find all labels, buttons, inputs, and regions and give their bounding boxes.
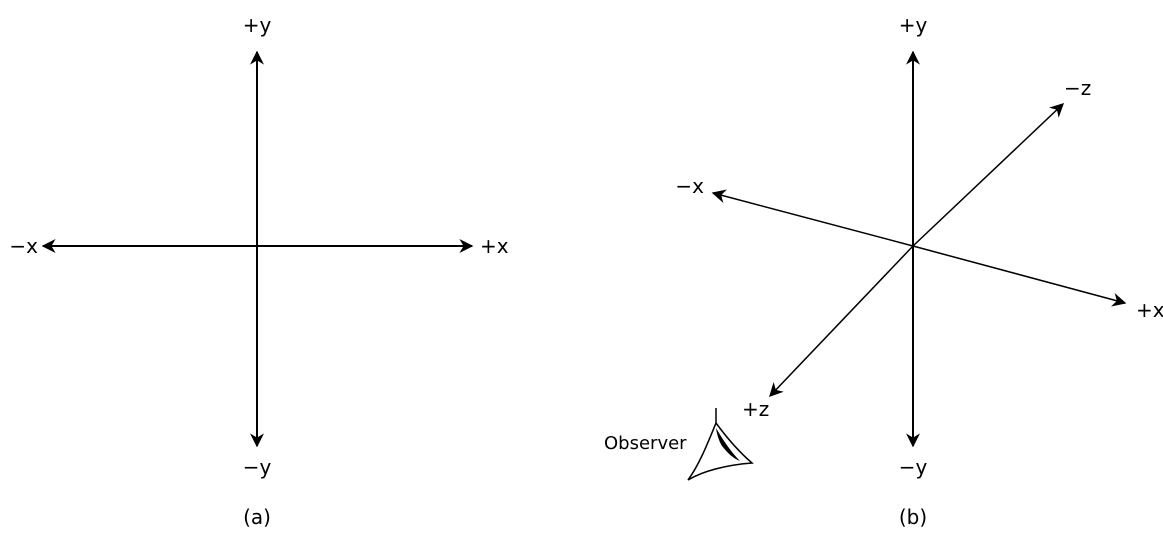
label-b-neg-x: −x: [675, 174, 704, 198]
axis-b-neg-x: [713, 193, 913, 246]
caption-a: (a): [243, 505, 271, 529]
diagram-b: +y −y +x −x −z +z Observer (b): [604, 13, 1163, 529]
label-b-neg-y: −y: [899, 455, 928, 479]
label-b-pos-z: +z: [742, 397, 769, 421]
axis-b-pos-z: [770, 246, 913, 396]
axis-b-neg-z: [913, 104, 1063, 246]
label-b-pos-x: +x: [1136, 298, 1163, 322]
label-a-pos-y: +y: [243, 13, 272, 37]
label-a-neg-y: −y: [243, 455, 272, 479]
diagram-a: +y −y +x −x (a): [9, 13, 508, 529]
observer-label: Observer: [604, 433, 687, 454]
label-a-pos-x: +x: [480, 234, 509, 258]
label-a-neg-x: −x: [9, 234, 38, 258]
caption-b: (b): [899, 505, 927, 529]
observer-lid: [688, 423, 752, 480]
label-b-pos-y: +y: [899, 13, 928, 37]
label-b-neg-z: −z: [1064, 76, 1091, 100]
axis-b-pos-x: [913, 246, 1125, 303]
